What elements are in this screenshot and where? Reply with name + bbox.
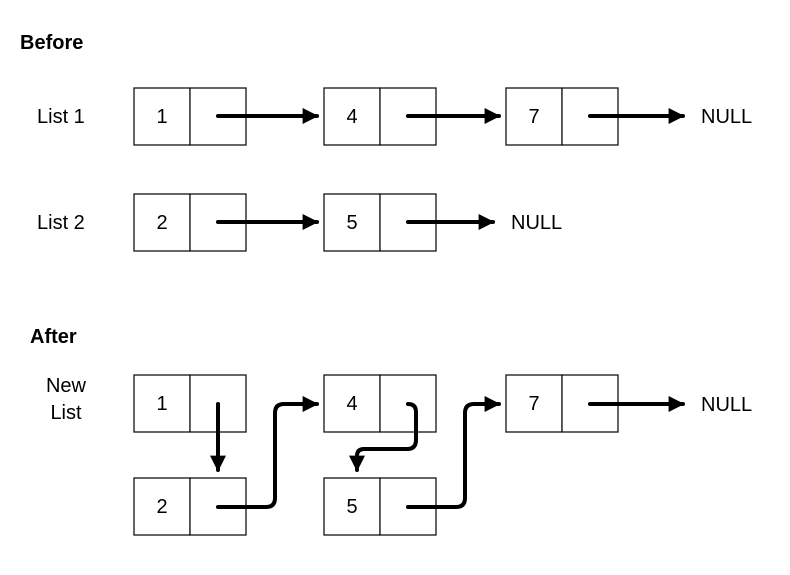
node-value: 1	[156, 393, 167, 415]
node-value-cell	[133, 374, 191, 433]
node-value: 4	[346, 106, 357, 128]
after-heading: After	[30, 326, 77, 348]
new-list-null: NULL	[701, 394, 752, 416]
node-value: 7	[528, 393, 539, 415]
new-list-arrow-4-to-5	[349, 402, 418, 472]
node-value: 4	[346, 393, 357, 415]
new-list-label-line2: List	[50, 402, 82, 424]
new-list-node-4: 4	[323, 374, 437, 433]
list2-null: NULL	[511, 212, 562, 234]
node-value: 2	[156, 212, 167, 234]
node-value-cell	[133, 87, 191, 146]
new-list-arrow-5-to-7	[406, 396, 501, 509]
list1-null: NULL	[701, 106, 752, 128]
list2-label: List 2	[37, 212, 85, 234]
node-value: 1	[156, 106, 167, 128]
node-value-cell	[323, 374, 381, 433]
list1-node-1: 1	[133, 87, 247, 146]
node-value-cell	[505, 374, 563, 433]
node-value: 2	[156, 496, 167, 518]
node-value-cell	[133, 477, 191, 536]
node-value-cell	[323, 193, 381, 252]
new-list-label-line1: New	[46, 375, 87, 397]
new-list-arrow-2-to-4	[216, 396, 319, 509]
list1-label: List 1	[37, 106, 85, 128]
before-heading: Before	[20, 32, 83, 54]
node-value: 5	[346, 212, 357, 234]
node-value: 5	[346, 496, 357, 518]
new-list-node-1: 1	[133, 374, 247, 433]
node-value: 7	[528, 106, 539, 128]
